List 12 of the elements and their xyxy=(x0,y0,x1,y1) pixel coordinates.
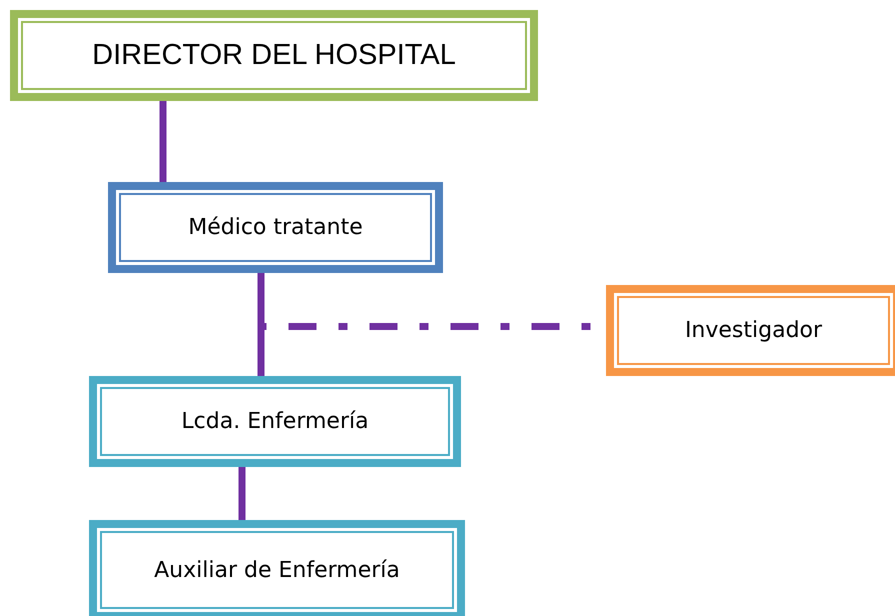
connector-line xyxy=(238,467,246,520)
role-box xyxy=(89,520,465,616)
role-title: Investigador xyxy=(684,318,822,343)
role-title: DIRECTOR DEL HOSPITAL xyxy=(92,39,456,72)
role-box xyxy=(108,182,443,273)
role-title: Auxiliar de Enfermería xyxy=(154,558,400,582)
role-title: Médico tratante xyxy=(188,215,363,240)
role-title: Lcda. Enfermería xyxy=(181,409,369,434)
connector-line xyxy=(160,101,166,182)
role-box xyxy=(606,285,895,376)
role-box xyxy=(10,10,538,101)
role-box xyxy=(89,376,461,467)
